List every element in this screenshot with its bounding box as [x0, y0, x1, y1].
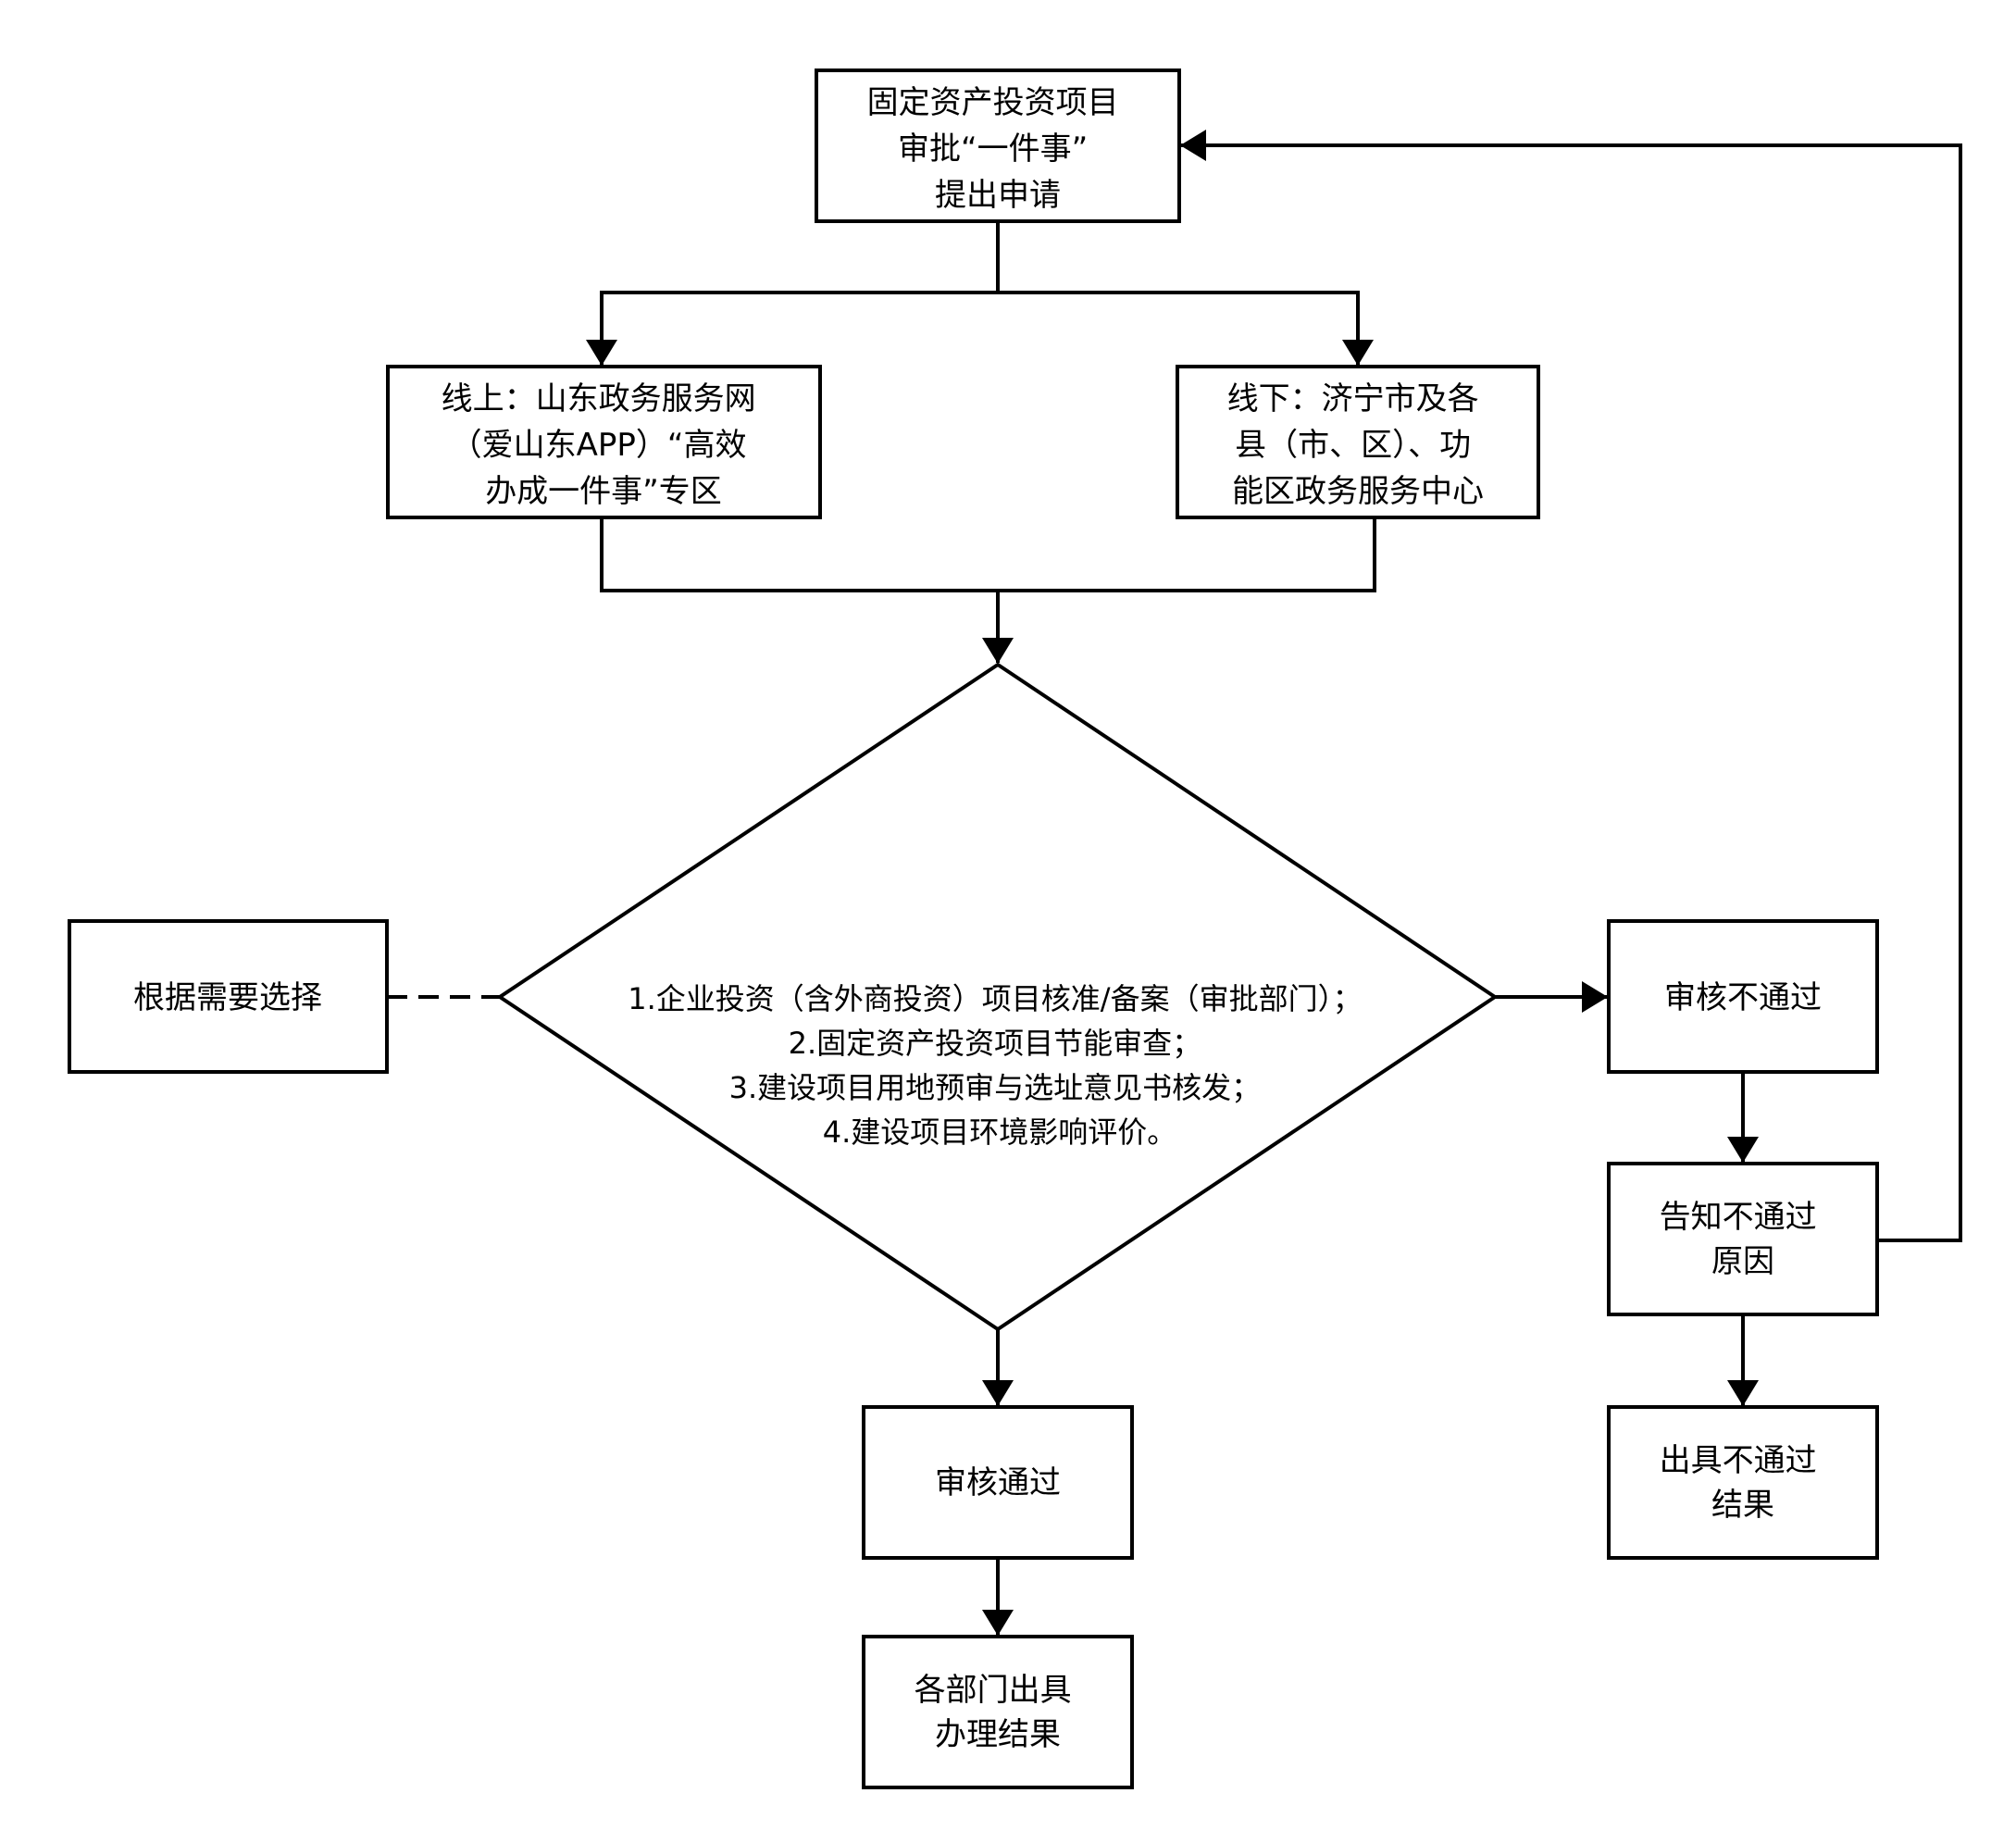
online-line-1: 线上：山东政务服务网 [442, 380, 756, 417]
offline-box [1176, 365, 1540, 519]
offline-line-1: 线下：济宁市及各 [1227, 380, 1479, 417]
fail-result-box [1607, 1405, 1879, 1560]
svg-text:审核通过: 审核通过 [935, 1464, 1061, 1501]
result-line-1: 各部门出具 [915, 1672, 1072, 1709]
review-line-1: 1.企业投资（含外商投资）项目核准/备案（审批部门）； [628, 981, 1362, 1016]
svg-text:根据需要选择: 根据需要选择 [133, 979, 322, 1016]
svg-text:线下：济宁市及各 县（市、区）、功 能区政务: 线下：济宁市及各 县（市、区）、功 能区政务服务中心 [1227, 380, 1489, 510]
fail-box [1607, 919, 1879, 1074]
connector-split-offline [998, 291, 1374, 366]
connector-start-split [586, 221, 1000, 366]
svg-text:线上：山东政务服务网 （爱山东APP）“高效: 线上：山东政务服务网 （爱山东APP）“高效 办成一件事”专区 [442, 380, 766, 510]
svg-text:出具不通过 结果: 出具不通过 结果 [1660, 1442, 1827, 1524]
online-line-2: （爱山东APP）“高效 [451, 427, 747, 464]
fail-line-1: 审核不通过 [1664, 979, 1822, 1016]
start-box [815, 68, 1181, 223]
review-line-4: 4.建设项目环境影响评价。 [823, 1115, 1177, 1150]
start-line-3: 提出申请 [935, 177, 1061, 214]
result-line-2: 办理结果 [935, 1716, 1061, 1753]
notify-line-2: 原因 [1711, 1243, 1774, 1280]
svg-text:1.企业投资（含外商投资）项目核准/备案（审批部门）；: 1.企业投资（含外商投资）项目核准/备案（审批部门）； 2.固定资产投资项目节能… [628, 981, 1372, 1150]
choose-box [68, 919, 389, 1074]
fail-result-line-1: 出具不通过 [1660, 1442, 1817, 1479]
notify-box [1607, 1162, 1879, 1316]
fail-result-line-2: 结果 [1711, 1487, 1774, 1524]
online-line-3: 办成一件事”专区 [485, 473, 722, 510]
svg-text:固定资产投资项目 审批“一件事” 提出申请: 固定资产投资项目 审批“一件事” 提出申请 [867, 84, 1129, 214]
pass-line-1: 审核通过 [935, 1464, 1061, 1501]
svg-text:各部门出具 办理结果: 各部门出具 办理结果 [915, 1672, 1082, 1753]
svg-text:审核不通过: 审核不通过 [1664, 979, 1822, 1016]
online-box [386, 365, 822, 519]
review-line-3: 3.建设项目用地预审与选址意见书核发； [729, 1070, 1262, 1105]
choose-line-1: 根据需要选择 [133, 979, 322, 1016]
result-box [862, 1635, 1134, 1789]
start-line-2: 审批“一件事” [898, 131, 1088, 168]
pass-box [862, 1405, 1134, 1560]
notify-line-1: 告知不通过 [1660, 1199, 1817, 1236]
offline-line-2: 县（市、区）、功 [1235, 427, 1471, 464]
svg-text:告知不通过 原因: 告知不通过 原因 [1660, 1199, 1827, 1280]
offline-line-3: 能区政务服务中心 [1232, 473, 1484, 510]
connector-loop-back [1180, 130, 1962, 1242]
review-line-2: 2.固定资产投资项目节能审查； [789, 1026, 1202, 1061]
connector-online-merge [600, 517, 1376, 592]
start-line-1: 固定资产投资项目 [867, 84, 1119, 121]
